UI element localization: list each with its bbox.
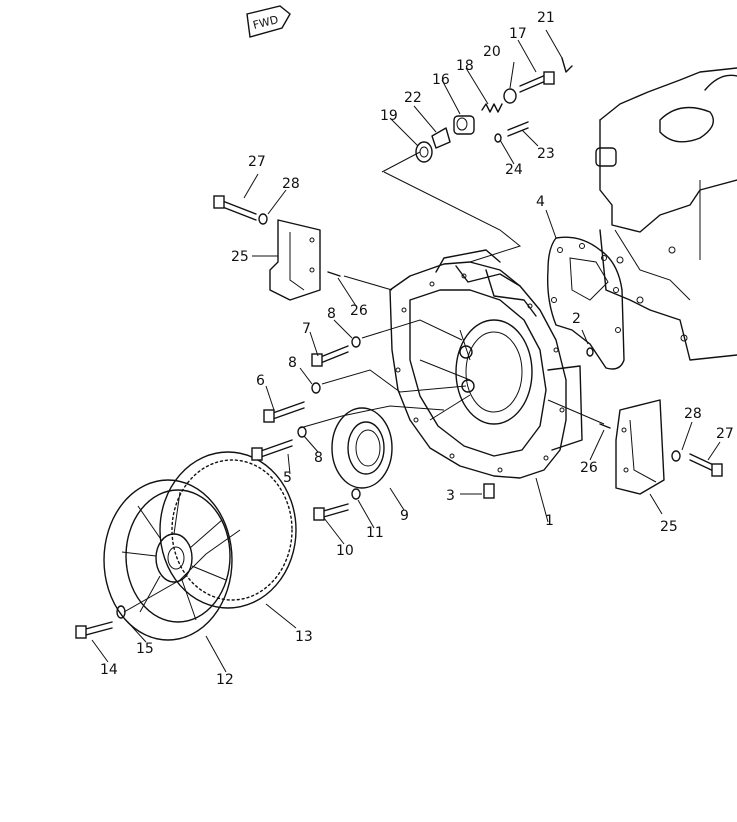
callout-13: 13 <box>295 629 313 645</box>
bolt-27-right <box>689 453 723 477</box>
bolt-23 <box>507 121 529 137</box>
washer-24 <box>494 133 502 143</box>
callout-22: 22 <box>404 90 422 106</box>
callout-8b: 8 <box>288 355 297 371</box>
callout-28b: 28 <box>684 406 702 422</box>
callout-16: 16 <box>432 72 450 88</box>
callout-labels: 1 2 3 4 5 6 7 8 8 8 9 10 11 12 13 14 15 … <box>100 10 734 688</box>
washer-28-right <box>671 450 681 462</box>
callout-28a: 28 <box>282 176 300 192</box>
ring-gear <box>159 451 297 609</box>
bracket-left <box>269 219 321 301</box>
callout-26a: 26 <box>350 303 368 319</box>
callout-23: 23 <box>537 146 555 162</box>
spring-18 <box>481 103 503 113</box>
bracket-right <box>615 399 665 495</box>
gasket-22 <box>431 127 451 149</box>
nut-19 <box>415 141 433 163</box>
assembly-lines <box>123 151 605 613</box>
washer-15 <box>116 605 126 619</box>
plug-3 <box>483 483 495 499</box>
callout-15: 15 <box>136 641 154 657</box>
callout-8a: 8 <box>327 306 336 322</box>
plug-17 <box>519 71 555 93</box>
ball-20 <box>503 88 517 104</box>
callout-19: 19 <box>380 108 398 124</box>
callout-14: 14 <box>100 662 118 678</box>
pin-26-left <box>327 271 341 277</box>
callout-4: 4 <box>536 194 545 210</box>
washer-28-left <box>258 213 268 225</box>
washer-8 <box>297 336 361 438</box>
bolt-14 <box>75 621 113 639</box>
fwd-label: FWD <box>252 13 280 32</box>
bolt-27-left <box>213 195 257 221</box>
callout-12: 12 <box>216 672 234 688</box>
body-16 <box>453 115 475 135</box>
bolt-7 <box>311 345 349 367</box>
callout-26b: 26 <box>580 460 598 476</box>
callout-3: 3 <box>446 488 455 504</box>
callout-17: 17 <box>509 26 527 42</box>
callout-7: 7 <box>302 321 311 337</box>
callout-6: 6 <box>256 373 265 389</box>
callout-1: 1 <box>545 513 554 529</box>
callout-18: 18 <box>456 58 474 74</box>
bolt-5 <box>251 439 293 461</box>
callout-21: 21 <box>537 10 555 26</box>
callout-27b: 27 <box>716 426 734 442</box>
callout-25a: 25 <box>231 249 249 265</box>
callout-11: 11 <box>366 525 384 541</box>
callout-10: 10 <box>336 543 354 559</box>
callout-27a: 27 <box>248 154 266 170</box>
seal-cover <box>331 407 393 489</box>
gasket <box>546 236 625 370</box>
callout-2: 2 <box>572 311 581 327</box>
callout-20: 20 <box>483 44 501 60</box>
bolt-10 <box>313 503 349 521</box>
callout-leaders <box>91 29 721 673</box>
fwd-arrow-badge: FWD <box>246 5 291 38</box>
cotter-21 <box>561 57 573 73</box>
flywheel <box>103 479 233 641</box>
callout-5: 5 <box>283 470 292 486</box>
bolt-6 <box>263 401 305 423</box>
engine-block <box>595 67 737 361</box>
callout-24: 24 <box>505 162 523 178</box>
pin-2 <box>586 347 594 357</box>
pin-26-right <box>599 423 611 429</box>
flywheel-housing <box>389 249 583 479</box>
washer-11 <box>351 488 361 500</box>
callout-8c: 8 <box>314 450 323 466</box>
callout-9: 9 <box>400 508 409 524</box>
callout-25b: 25 <box>660 519 678 535</box>
